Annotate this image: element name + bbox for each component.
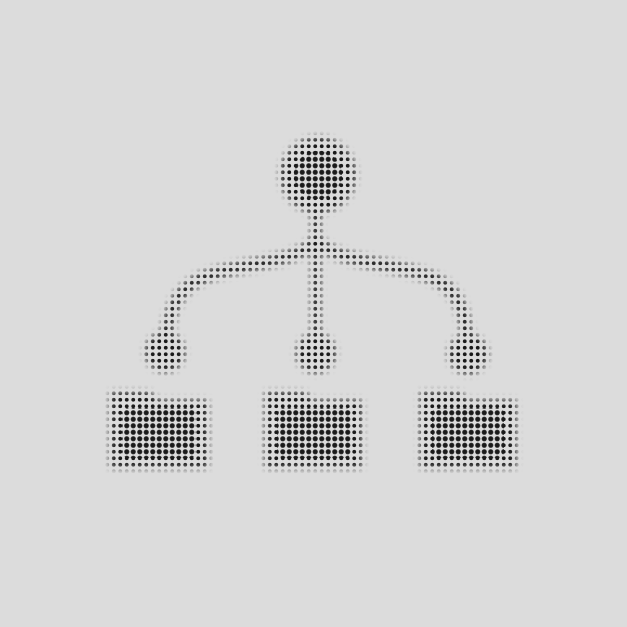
branch-node-icon — [145, 332, 185, 372]
folder-icon — [265, 392, 362, 468]
branch-node-icon — [296, 333, 336, 373]
root-node-icon — [280, 137, 356, 213]
folder-icon — [110, 392, 208, 468]
branch-node-icon — [448, 334, 488, 374]
folder-icon — [420, 392, 516, 468]
